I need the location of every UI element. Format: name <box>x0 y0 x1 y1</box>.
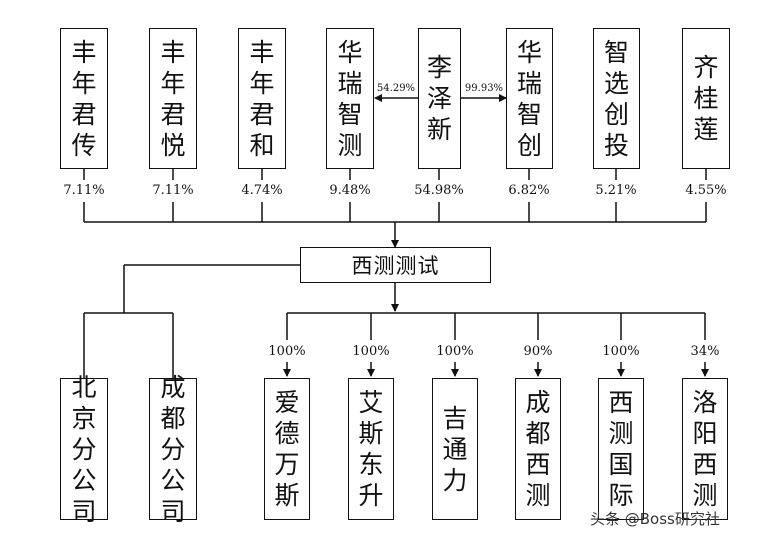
link-pct-right: 99.93% <box>464 83 504 94</box>
subsidiary-box: 吉通力 <box>432 378 478 520</box>
subsidiary-box: 西测国际 <box>598 378 644 520</box>
main-company-name: 西测测试 <box>351 254 440 278</box>
subsidiary-name: 艾斯东升 <box>358 388 384 510</box>
main-company-box: 西测测试 <box>300 247 491 283</box>
subsidiary-name: 西测国际 <box>608 388 634 510</box>
shareholding-pct: 7.11% <box>152 183 194 198</box>
link-pct-left: 54.29% <box>376 83 416 94</box>
subsidiary-name: 洛阳西测 <box>692 388 718 510</box>
shareholder-name: 丰年君和 <box>249 37 275 160</box>
watermark-text: 头条 @Boss研究社 <box>590 510 720 528</box>
shareholder-name: 齐桂莲 <box>693 53 719 144</box>
shareholding-pct: 6.82% <box>508 183 550 198</box>
shareholder-box: 丰年君和 <box>238 28 286 169</box>
shareholder-box: 丰年君传 <box>60 28 108 169</box>
branch-name: 成都分公司 <box>160 372 186 526</box>
shareholding-pct: 4.55% <box>685 183 727 198</box>
subsidiary-pct: 100% <box>436 344 474 359</box>
shareholder-name: 华瑞智测 <box>337 37 363 160</box>
shareholding-pct: 5.21% <box>595 183 637 198</box>
subsidiary-box: 洛阳西测 <box>682 378 728 520</box>
shareholding-pct: 9.48% <box>329 183 371 198</box>
branch-box: 北京分公司 <box>60 373 108 526</box>
subsidiary-name: 成都西测 <box>525 388 551 510</box>
subsidiary-pct: 90% <box>523 344 553 359</box>
shareholder-box: 智选创投 <box>593 28 640 169</box>
subsidiary-pct: 100% <box>268 344 306 359</box>
shareholder-name: 丰年君传 <box>71 37 97 160</box>
branch-box: 成都分公司 <box>149 373 197 526</box>
subsidiary-box: 成都西测 <box>515 378 561 520</box>
branch-name: 北京分公司 <box>71 372 97 526</box>
shareholding-pct: 7.11% <box>63 183 105 198</box>
shareholding-pct: 54.98% <box>414 183 464 198</box>
shareholder-box: 华瑞智测 <box>326 28 374 169</box>
subsidiary-pct: 100% <box>602 344 640 359</box>
subsidiary-pct: 100% <box>352 344 390 359</box>
shareholder-box: 李泽新 <box>418 28 461 169</box>
shareholder-name: 智选创投 <box>604 37 630 160</box>
shareholder-box: 华瑞智创 <box>506 28 553 169</box>
shareholder-name: 李泽新 <box>427 53 453 144</box>
shareholder-box: 齐桂莲 <box>682 28 730 169</box>
subsidiary-name: 吉通力 <box>442 403 468 495</box>
shareholder-name: 华瑞智创 <box>517 37 543 160</box>
shareholder-name: 丰年君悦 <box>160 37 186 160</box>
shareholder-box: 丰年君悦 <box>149 28 197 169</box>
subsidiary-pct: 34% <box>690 344 720 359</box>
subsidiary-box: 艾斯东升 <box>348 378 394 520</box>
subsidiary-name: 爱德万斯 <box>274 388 300 510</box>
shareholding-pct: 4.74% <box>241 183 283 198</box>
subsidiary-box: 爱德万斯 <box>264 378 310 520</box>
